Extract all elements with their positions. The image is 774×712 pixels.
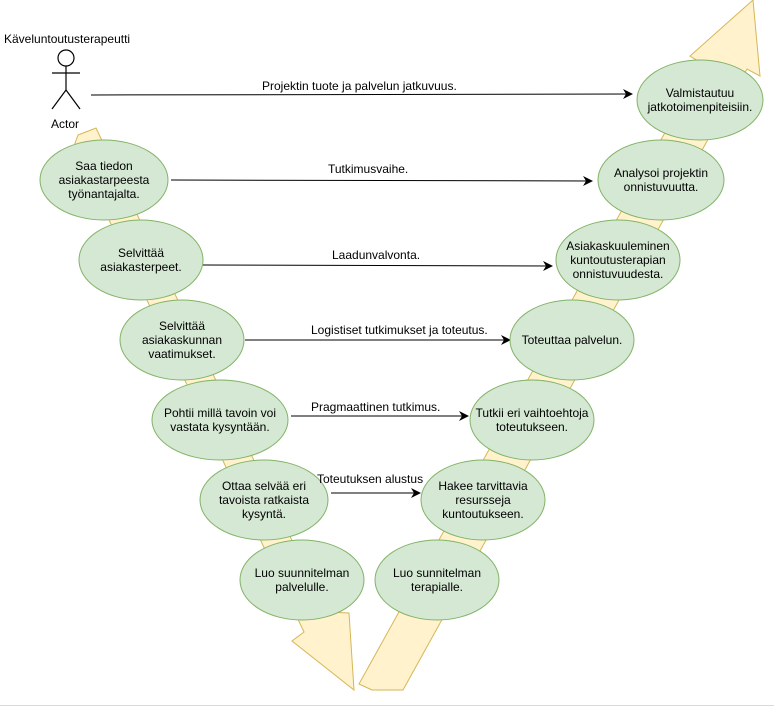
right-node-7-shape: [374, 539, 500, 621]
left-node-2-shape: [78, 219, 204, 301]
edge-label-1: Projektin tuote ja palvelun jatkuvuus.: [262, 79, 457, 93]
right-node-5: Tutkii eri vaihtoehtoja toteutukseen.: [475, 406, 589, 434]
right-node-4: Toteuttaa palvelun.: [521, 333, 623, 347]
right-node-1: Valmistautuu jatkotoimenpiteisiin.: [647, 86, 753, 114]
right-node-3-shape: [555, 219, 681, 301]
left-node-6-shape: [239, 539, 365, 621]
right-node-1-shape: [636, 59, 764, 141]
left-node-5: Ottaa selvää eri tavoista ratkaista kysy…: [218, 479, 310, 521]
right-node-5-shape: [469, 379, 595, 461]
left-node-2: Selvittää asiakasterpeet.: [100, 246, 182, 274]
right-node-4-shape: [509, 299, 635, 381]
left-node-4: Pohtii millä tavoin voi vastata kysyntää…: [163, 406, 277, 434]
actor-title: Käveluntoutusterapeutti: [4, 32, 131, 46]
edge-label-3: Laadunvalvonta.: [332, 248, 421, 262]
right-node-7: Luo sunnitelman terapialle.: [392, 566, 482, 594]
right-node-2: Analysoi projektin onnistuvuutta.: [613, 166, 709, 194]
left-node-1: Saa tiedon asiakastarpeesta työnantajalt…: [58, 159, 150, 201]
edge-label-4: Logistiset tutkimukset ja toteutus.: [311, 323, 488, 337]
left-node-3: Selvittää asiakaskunnan vaatimukset.: [141, 319, 223, 361]
left-node-5-shape: [199, 459, 329, 541]
left-node-1-shape: [39, 139, 169, 221]
page-bottom-divider: [0, 705, 774, 706]
actor-icon: [51, 49, 81, 110]
edge-label-2: Tutkimusvaihe.: [328, 162, 409, 176]
right-node-2-shape: [597, 139, 725, 221]
right-node-3: Asiakaskuuleminen kuntoutusterapian onni…: [566, 239, 670, 281]
actor-label: Actor: [51, 117, 80, 131]
edge-label-6: Toteutuksen alustus: [317, 472, 424, 486]
edge-line-2: [170, 175, 593, 186]
left-node-4-shape: [151, 379, 289, 461]
edge-line-1: [90, 89, 633, 100]
right-node-6: Hakee tarvittavia resursseja kuntoutukse…: [438, 479, 528, 521]
left-node-6: Luo suunnitelman palvelulle.: [254, 566, 350, 594]
edge-label-5: Pragmaattinen tutkimus.: [311, 400, 441, 414]
edge-line-3: [202, 260, 553, 271]
left-node-3-shape: [119, 299, 245, 381]
right-node-6-shape: [420, 459, 546, 541]
